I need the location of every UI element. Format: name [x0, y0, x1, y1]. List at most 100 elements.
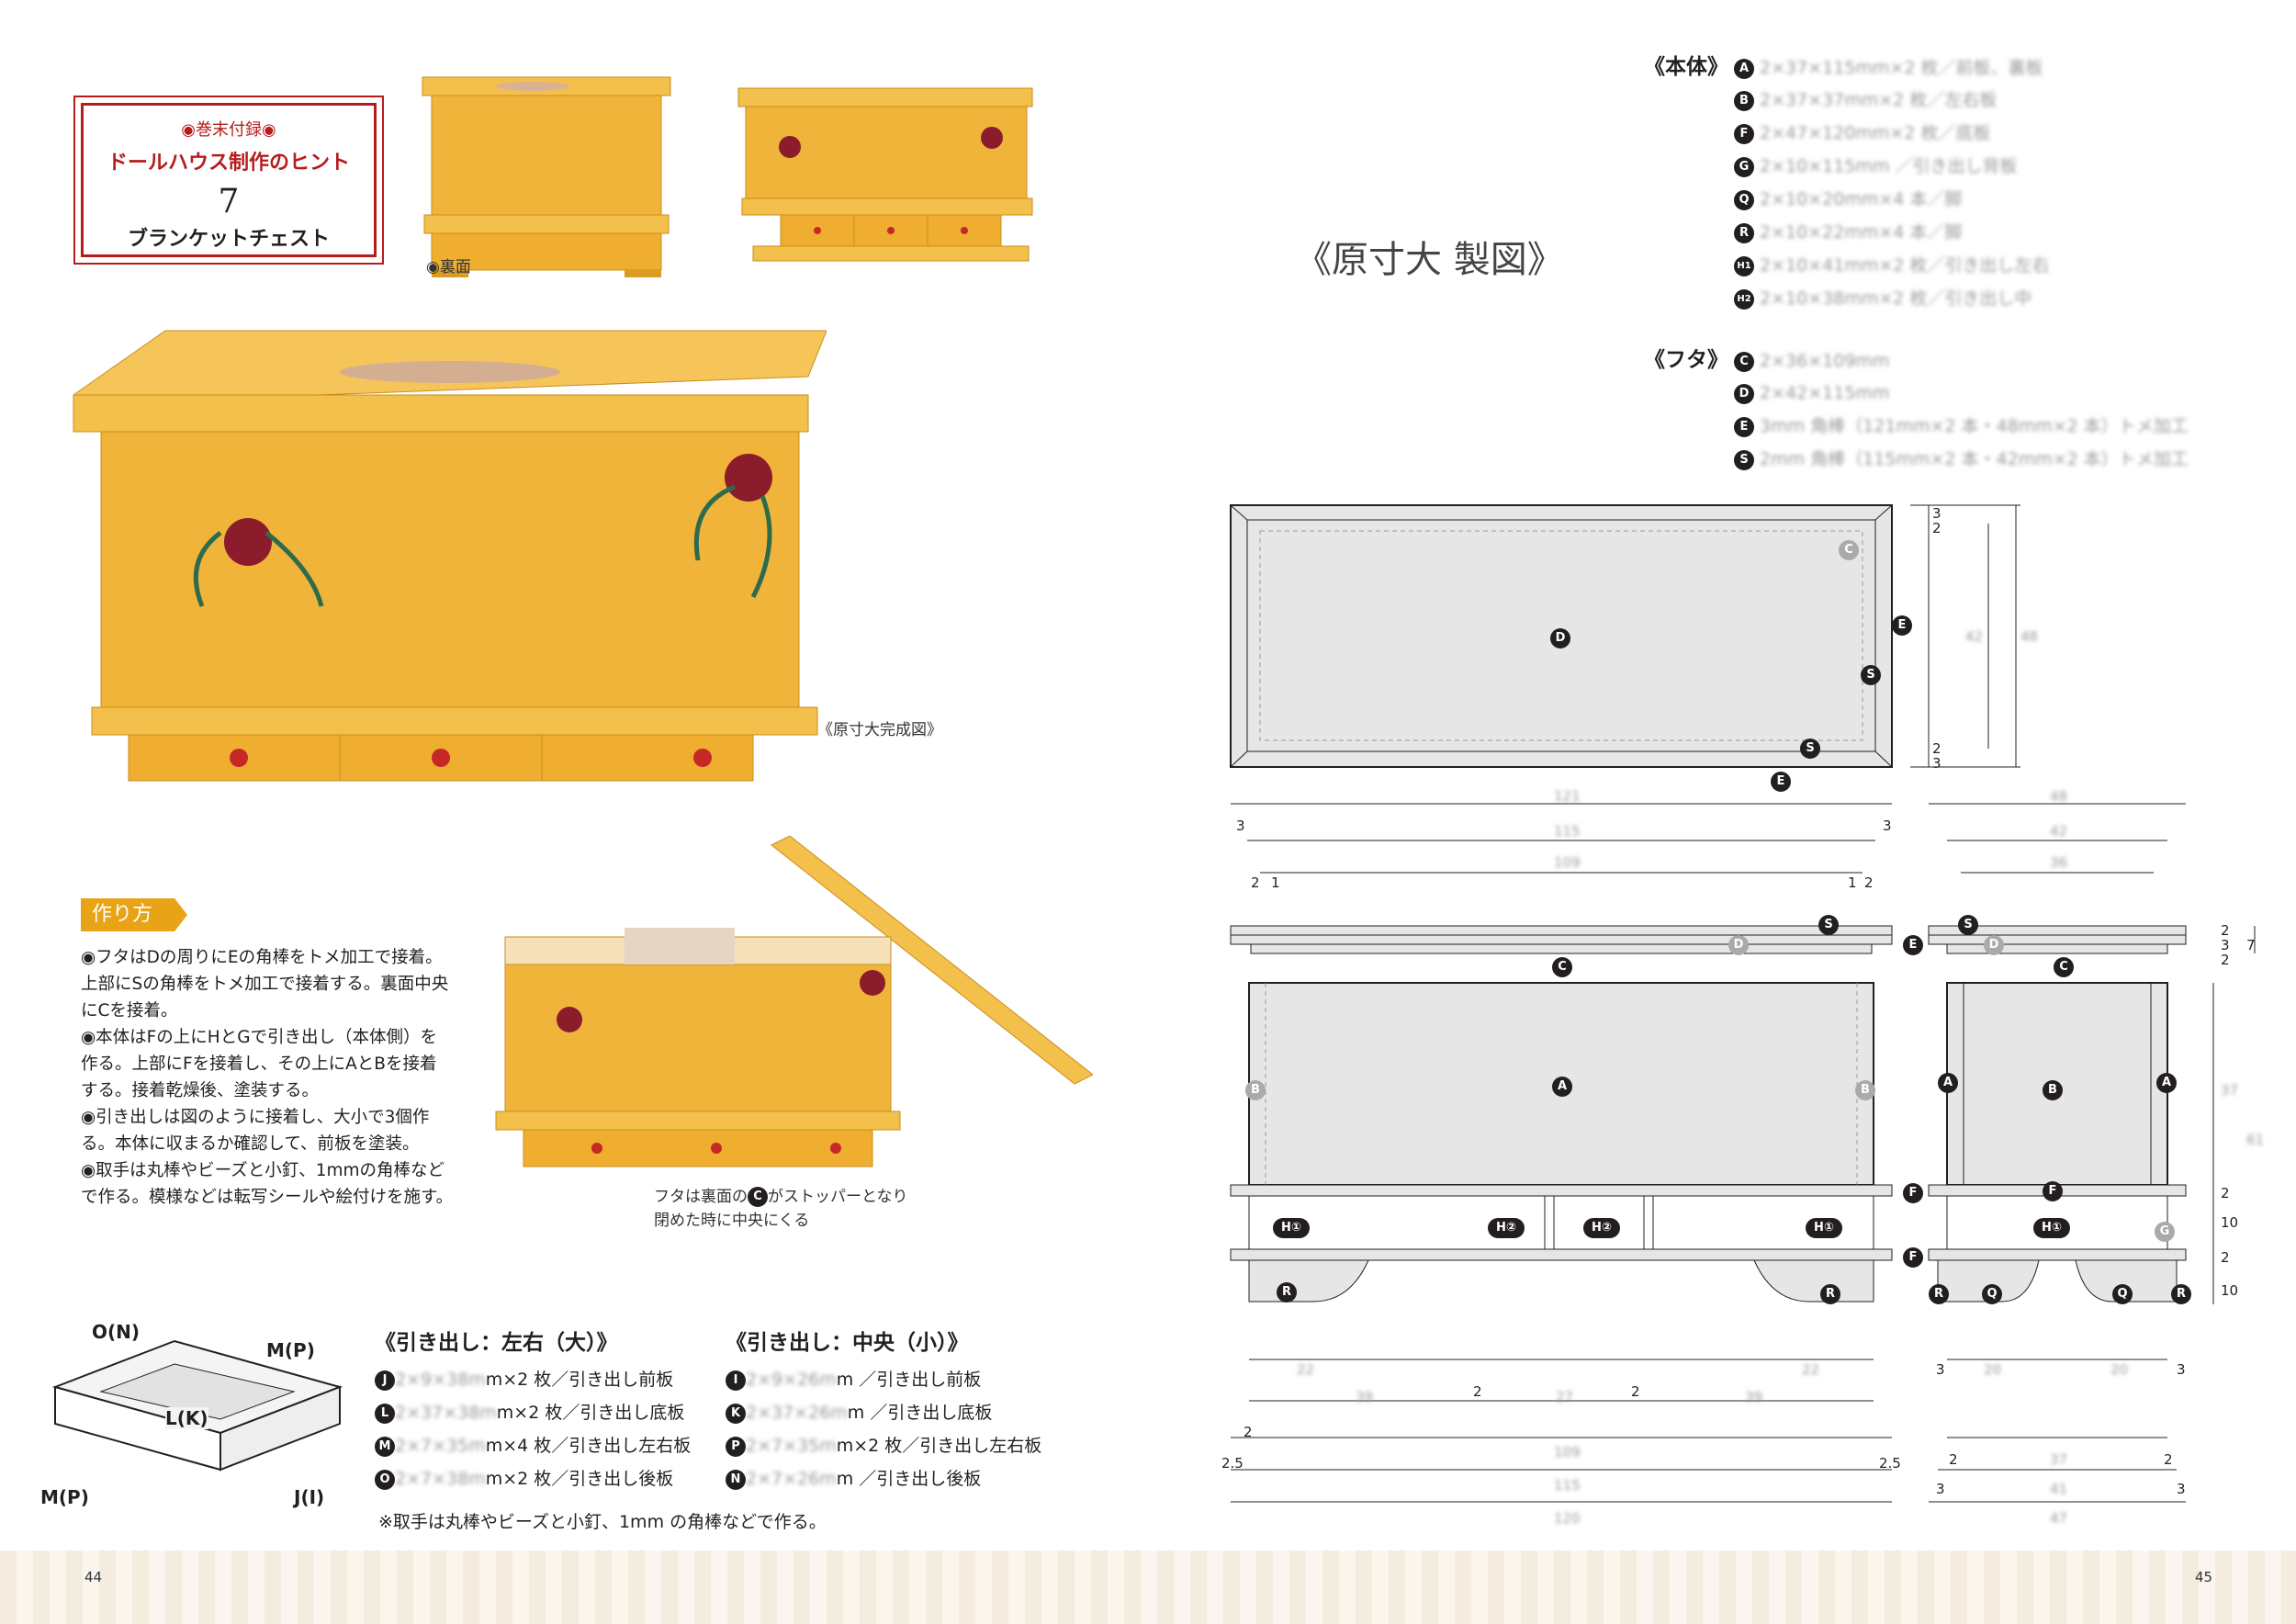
part-desc: m×2 枚／引き出し前板	[485, 1370, 674, 1390]
part-row: D 2×42×115mm	[1644, 377, 2287, 410]
dim-value: 109	[1554, 854, 1581, 871]
dim-value: 2	[1864, 874, 1874, 891]
part-row: S 2mm 角棒（115mm×2 本・42mm×2 本）トメ加工	[1644, 443, 2287, 476]
body-parts-title: 《本体》	[1644, 55, 1728, 79]
part-desc-blurred: 2×10×22mm×4 本／脚	[1760, 222, 1963, 242]
handle-note: ※取手は丸棒やビーズと小釘、1mm の角棒などで作る。	[378, 1512, 827, 1532]
part-label-e: E	[1771, 772, 1791, 792]
dim-value: 47	[2050, 1510, 2068, 1527]
dim-value: 48	[2050, 788, 2068, 805]
part-label-s: S	[1861, 665, 1881, 685]
dim-value: 3	[2221, 937, 2230, 953]
part-dim-blurred: 2×7×35m	[746, 1436, 837, 1456]
part-row: Q 2×10×20mm×4 本／脚	[1644, 183, 2250, 216]
part-desc-blurred: 3mm 角棒（121mm×2 本・48mm×2 本）トメ加工	[1760, 416, 2189, 436]
part-label-b: B	[1245, 1080, 1266, 1100]
drawer-label-o-text: O(N)	[92, 1321, 141, 1343]
part-key-badge: N	[726, 1469, 746, 1490]
dim-value: 37	[2050, 1451, 2068, 1468]
howto-line: る。本体に収まるか確認して、前板を塗装。	[81, 1134, 420, 1154]
chest-back-illustration	[422, 76, 671, 277]
part-label-d: D	[1728, 935, 1749, 955]
chest-large-illustration	[73, 330, 827, 782]
part-label-f: F	[2043, 1181, 2063, 1201]
part-label-f: F	[1903, 1247, 1923, 1268]
part-dim-blurred: 2×9×26m	[746, 1370, 837, 1390]
drawer-label-ji: J(I)	[294, 1486, 325, 1508]
howto-tag: 作り方	[81, 898, 187, 931]
dim-value: 120	[1554, 1510, 1581, 1527]
part-label-e: E	[1892, 615, 1912, 636]
part-label-b: B	[2043, 1080, 2063, 1100]
part-dim-blurred: 2×7×35m	[395, 1436, 486, 1456]
part-row: B 2×37×37mm×2 枚／左右板	[1644, 84, 2250, 117]
drawer-label-mp-top: M(P)	[266, 1339, 315, 1361]
dim-value: 2	[1949, 1451, 1958, 1468]
part-label-h1: H①	[1806, 1218, 1842, 1238]
part-label-r: R	[1929, 1284, 1949, 1304]
complete-caption: 《原寸大完成図》	[817, 721, 942, 739]
part-key-badge: C	[748, 1187, 768, 1207]
part-key-badge: G	[1734, 156, 1754, 177]
howto-line: で作る。模様などは転写シールや絵付けを施す。	[81, 1188, 454, 1207]
part-key-badge: P	[726, 1436, 746, 1457]
howto-line: ◉フタはDの周りにEの角棒をトメ加工で接着。	[81, 948, 443, 967]
part-dim-blurred: 2×9×38m	[395, 1370, 486, 1390]
dim-value: 39	[1356, 1389, 1374, 1405]
dim-value: 2	[1473, 1383, 1482, 1400]
badge-title: ブランケットチェスト	[127, 228, 330, 251]
photo-back-view	[404, 64, 707, 285]
drawer-label-mp-bottom: M(P)	[40, 1486, 89, 1508]
dim-value: 22	[1802, 1361, 1820, 1378]
part-desc-blurred: 2mm 角棒（115mm×2 本・42mm×2 本）トメ加工	[1760, 449, 2189, 469]
part-desc: m×2 枚／引き出し底板	[496, 1403, 685, 1423]
dim-value: 109	[1554, 1444, 1581, 1460]
howto-line: ◉引き出しは図のように接着し、大小で3個作	[81, 1108, 430, 1127]
drawer-label-lk: L(K)	[165, 1407, 208, 1429]
dim-value: 2	[2221, 922, 2230, 939]
dim-value: 10	[2221, 1282, 2239, 1299]
part-key-badge: I	[726, 1370, 746, 1391]
drawer-small-title: 《引き出し：中央（小）》	[726, 1331, 969, 1355]
part-label-a: A	[1938, 1073, 1958, 1093]
part-desc-blurred: 2×10×38mm×2 枚／引き出し中	[1760, 288, 2032, 309]
part-dim-blurred: 2×37×38m	[395, 1403, 497, 1423]
part-label-a: A	[1552, 1077, 1572, 1097]
part-key-badge: O	[375, 1469, 395, 1490]
dim-value: 3	[1936, 1481, 1945, 1497]
dim-value: 115	[1554, 1477, 1581, 1494]
part-key-badge: B	[1734, 90, 1754, 111]
dim-value: 115	[1554, 823, 1581, 840]
lid-plan-view	[1230, 504, 1893, 768]
part-label-r: R	[2171, 1284, 2191, 1304]
part-dim-blurred: 2×7×38m	[395, 1469, 486, 1489]
dim-value: 39	[1745, 1389, 1763, 1405]
dim-value: 1	[1271, 874, 1280, 891]
howto-instructions: ◉フタはDの周りにEの角棒をトメ加工で接着。 上部にSの角棒をトメ加工で接着する…	[81, 944, 467, 1211]
part-label-b: B	[1855, 1080, 1875, 1100]
dim-value: 41	[2050, 1481, 2068, 1497]
dim-value: 2	[1244, 1424, 1253, 1440]
dim-value: 3	[2177, 1481, 2186, 1497]
chest-front-small-illustration	[737, 87, 1033, 262]
part-row: 《本体》A 2×37×115mm×2 枚／前板、裏板	[1644, 51, 2250, 84]
dim-value: 61	[2246, 1132, 2265, 1148]
howto-line: 上部にSの角棒をトメ加工で接着する。裏面中央	[81, 975, 449, 994]
dim-value: 2	[1631, 1383, 1640, 1400]
photo-front-small	[735, 83, 1047, 276]
dim-value: 2	[1932, 740, 1941, 757]
back-caption: ◉裏面	[426, 258, 471, 276]
part-key-badge: A	[1734, 58, 1754, 79]
drawer-large-title: 《引き出し：左右（大）》	[375, 1331, 618, 1355]
part-label-a: A	[2156, 1073, 2177, 1093]
bottom-dim-lines	[1231, 926, 2256, 1503]
part-desc: m×4 枚／引き出し左右板	[485, 1436, 692, 1456]
part-row: H2 2×10×38mm×2 枚／引き出し中	[1644, 282, 2250, 315]
dim-value: 3	[1883, 818, 1892, 834]
open-caption-text: がストッパーとなり	[768, 1188, 908, 1206]
